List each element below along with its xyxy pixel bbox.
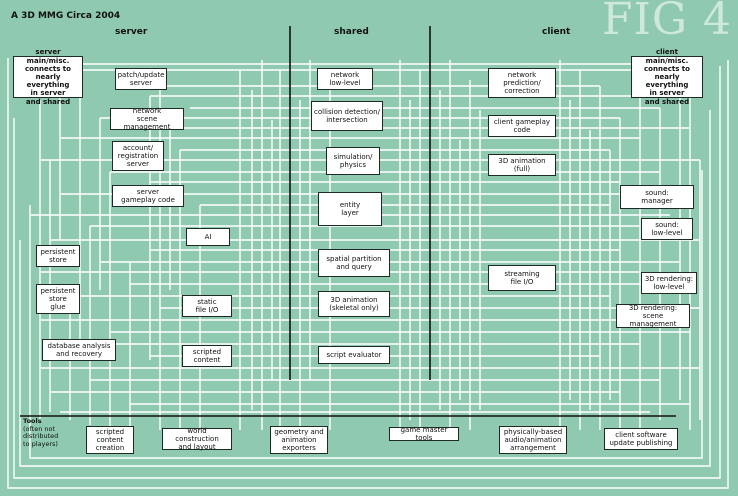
connector	[13, 66, 721, 479]
column-header-server: server	[115, 27, 148, 37]
client-main-box: client main/misc. connects to nearly eve…	[631, 48, 703, 106]
database-analysis-box: database analysis and recovery	[42, 339, 116, 361]
connector	[7, 58, 729, 489]
network-scene-management-box: network scene management	[110, 107, 184, 131]
tools-note: (often not distributed to players)	[23, 424, 59, 448]
column-header-client: client	[542, 27, 571, 37]
scripted-content-box: scripted content	[182, 345, 232, 367]
geometry-animation-exporters-box: geometry and animation exporters	[270, 426, 328, 454]
game-master-tools-box: game master tools	[389, 426, 459, 442]
client-gameplay-code-box: client gameplay code	[488, 115, 556, 137]
3d-rendering-scene-management-box: 3D rendering: scene management	[616, 304, 690, 328]
persistent-store-glue-box: persistent store glue	[36, 284, 80, 314]
spatial-partition-box: spatial partition and query	[318, 249, 390, 277]
3d-animation-skeletal-box: 3D animation (skeletal only)	[318, 291, 390, 317]
sound-low-level-box: sound: low-level	[641, 218, 693, 240]
3d-animation-full-box: 3D animation (full)	[488, 154, 556, 176]
client-software-update-box: client software update publishing	[604, 428, 678, 450]
server-gameplay-code-box: server gameplay code	[112, 185, 184, 207]
simulation-physics-box: simulation/ physics	[326, 147, 380, 175]
persistent-store-box: persistent store	[36, 245, 80, 267]
ai-box: AI	[186, 228, 230, 246]
figure-label: FIG 4	[601, 0, 732, 45]
world-construction-box: world construction and layout	[162, 427, 232, 451]
network-low-level-box: network low-level	[317, 68, 373, 90]
server-main-box: server main/misc. connects to nearly eve…	[13, 48, 83, 106]
scripted-content-creation-box: scripted content creation	[86, 426, 134, 454]
tools-label: Tools (often not distributed to players)	[23, 417, 59, 448]
patch-update-server-box: patch/update server	[115, 68, 167, 90]
entity-layer-box: entity layer	[318, 192, 382, 226]
diagram-title: A 3D MMG Circa 2004	[11, 11, 121, 21]
network-prediction-box: network prediction/ correction	[488, 68, 556, 98]
physically-based-audio-box: physically-based audio/animation arrange…	[499, 426, 567, 454]
collision-detection-box: collision detection/ intersection	[311, 101, 383, 131]
account-registration-server-box: account/ registration server	[112, 141, 164, 171]
tools-heading: Tools	[23, 417, 42, 425]
streaming-file-io-box: streaming file I/O	[488, 265, 556, 291]
connector	[19, 110, 711, 467]
column-header-shared: shared	[334, 27, 369, 37]
script-evaluator-box: script evaluator	[318, 346, 390, 364]
3d-rendering-low-level-box: 3D rendering: low-level	[641, 272, 697, 294]
connector	[29, 170, 703, 459]
sound-manager-box: sound: manager	[620, 185, 694, 209]
static-file-io-box: static file I/O	[182, 295, 232, 317]
